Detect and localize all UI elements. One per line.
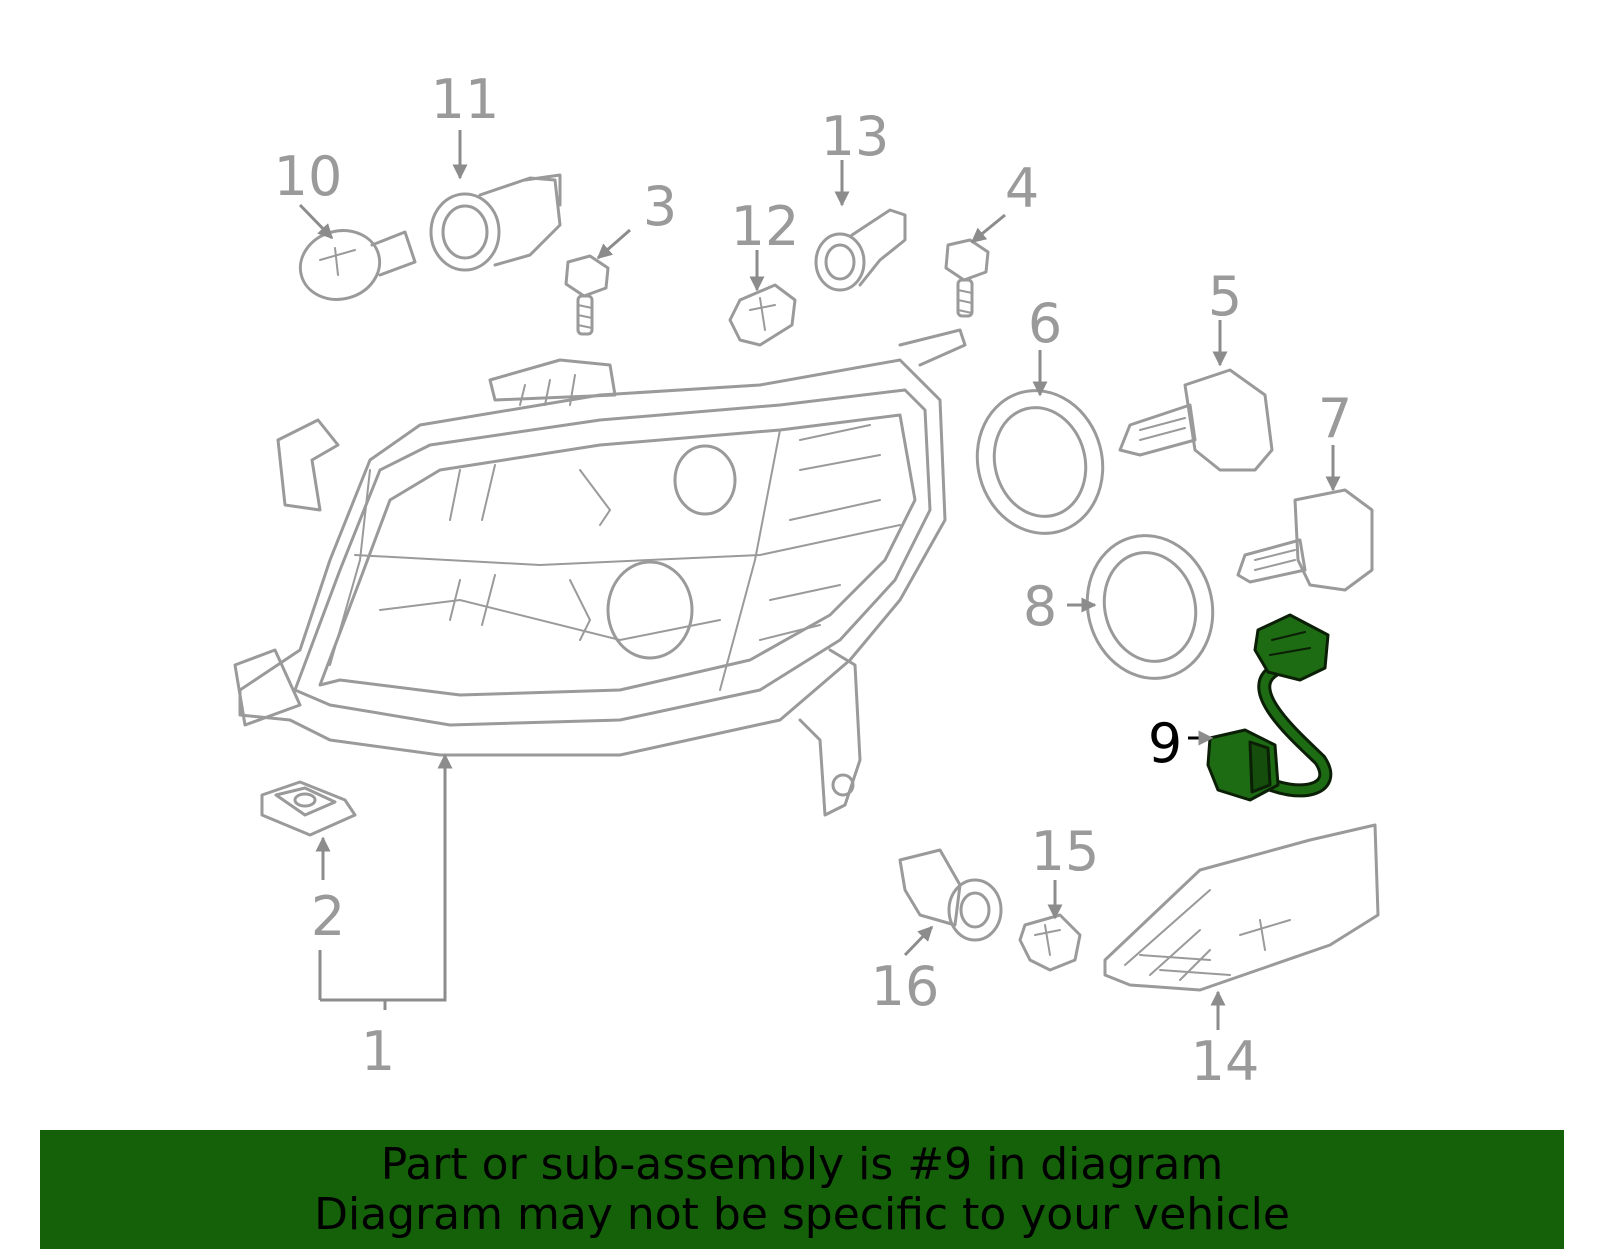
part-wiring-harness-9[interactable]: [1206, 613, 1333, 802]
part-bulb-15[interactable]: [1018, 913, 1082, 972]
part-screw-4[interactable]: [944, 238, 990, 318]
callout-11: 11: [431, 68, 500, 131]
callout-15: 15: [1031, 820, 1100, 883]
part-clip-nut[interactable]: [260, 780, 357, 837]
part-bulb-12[interactable]: [728, 283, 797, 347]
callout-5: 5: [1208, 265, 1242, 328]
callout-7: 7: [1318, 387, 1352, 450]
part-side-marker-14[interactable]: [1103, 823, 1380, 992]
part-headlight-bulb-5[interactable]: [1118, 368, 1274, 472]
banner-line-2: Diagram may not be specific to your vehi…: [314, 1189, 1290, 1240]
callout-16: 16: [871, 955, 940, 1018]
part-screw-3[interactable]: [564, 254, 610, 336]
callout-1: 1: [361, 1020, 395, 1083]
callout-8: 8: [1023, 575, 1057, 638]
info-banner: Part or sub-assembly is #9 in diagram Di…: [40, 1130, 1564, 1249]
banner-line-1: Part or sub-assembly is #9 in diagram: [380, 1139, 1224, 1190]
callout-2: 2: [311, 885, 345, 948]
callout-10: 10: [274, 145, 343, 208]
callout-9: 9: [1148, 712, 1182, 775]
part-socket-16[interactable]: [898, 848, 1003, 942]
callout-6: 6: [1028, 292, 1062, 355]
callout-4: 4: [1005, 157, 1039, 220]
part-seal-6[interactable]: [961, 376, 1118, 547]
part-bulb-10[interactable]: [293, 222, 417, 308]
callout-3: 3: [643, 175, 677, 238]
callout-12: 12: [731, 195, 800, 258]
part-seal-8[interactable]: [1071, 521, 1228, 692]
part-headlamp-assembly[interactable]: [233, 328, 967, 817]
callout-14: 14: [1191, 1030, 1260, 1093]
leader-lines: [298, 130, 1341, 1030]
part-socket-11[interactable]: [429, 173, 562, 272]
parts-diagram: 1 2 3 4 5 6 7 8 9 10 11 12 13 14 15 16: [233, 68, 1380, 1093]
part-socket-13[interactable]: [814, 208, 907, 292]
part-bulb-7[interactable]: [1236, 488, 1374, 592]
callout-13: 13: [821, 105, 890, 168]
